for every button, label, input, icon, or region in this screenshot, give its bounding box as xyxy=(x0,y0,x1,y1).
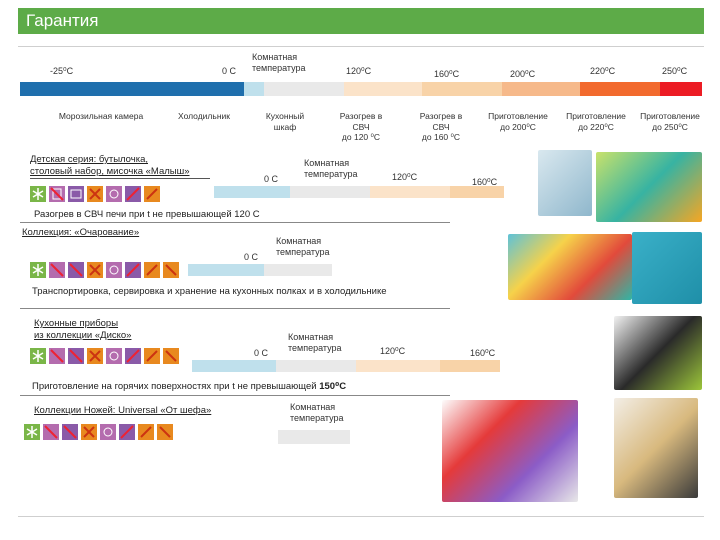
stove-icon xyxy=(119,424,135,440)
divider xyxy=(18,516,704,517)
scale-label-cook-220: Приготовление до 220⁰С xyxy=(566,111,626,132)
dishwasher-icon xyxy=(100,424,116,440)
scale-temp-room: Комнатная температура xyxy=(252,52,306,73)
stove-icon xyxy=(125,186,141,202)
section-charm-temp-0: 0 С xyxy=(244,252,259,262)
usage-icons-charm xyxy=(30,262,182,278)
freezer-icon xyxy=(24,424,40,440)
divider xyxy=(20,222,450,223)
usage-icons-disco xyxy=(30,348,182,364)
temperature-scale-bar xyxy=(20,82,702,96)
section-baby-temp-0: 0 С xyxy=(264,174,279,184)
product-photo-knife-block xyxy=(614,398,698,498)
grill-icon xyxy=(144,262,160,278)
oven-icon xyxy=(87,348,103,364)
dishwasher-icon xyxy=(106,348,122,364)
page-title: Гарантия xyxy=(26,11,99,30)
oven-icon xyxy=(87,262,103,278)
scale-segment-room xyxy=(264,82,344,96)
divider xyxy=(30,178,210,179)
dishwasher-icon xyxy=(106,186,122,202)
scale-label-microwave-160: Разогрев в СВЧ до 160 ⁰С xyxy=(419,111,463,142)
scale-label-microwave-120: Разогрев в СВЧ до 120 ⁰С xyxy=(339,111,383,142)
scale-label-freezer: Морозильная камера xyxy=(58,111,144,121)
divider xyxy=(20,308,450,309)
section-disco-temp-120: 120⁰С xyxy=(380,346,406,356)
grill-icon xyxy=(157,424,173,440)
usage-icons-knives xyxy=(24,424,176,440)
grill-icon xyxy=(163,348,179,364)
section-disco-note-bold: 150⁰С xyxy=(319,381,347,392)
stove-icon xyxy=(125,348,141,364)
scale-segment-freezer xyxy=(20,82,244,96)
microwave-icon xyxy=(68,186,84,202)
scale-label-cook-200: Приготовление до 200⁰С xyxy=(488,111,548,132)
scale-temp-250: 250⁰С xyxy=(662,66,688,76)
product-photo-disco xyxy=(614,316,702,390)
freezer-icon xyxy=(30,348,46,364)
product-photo-jug xyxy=(632,232,702,304)
freezer-icon xyxy=(30,262,46,278)
grill-icon xyxy=(163,262,179,278)
freezer-icon xyxy=(30,186,46,202)
scale-label-cabinet: Кухонный шкаф xyxy=(265,111,305,132)
product-photo-baby-set xyxy=(596,152,702,222)
scale-segment-160 xyxy=(422,82,502,96)
fridge-icon xyxy=(49,262,65,278)
section-title-charm: Коллекция: «Очарование» xyxy=(22,227,140,238)
product-photo-charm xyxy=(508,234,632,300)
product-photo-bottle xyxy=(538,150,592,216)
oven-icon xyxy=(81,424,97,440)
scale-segment-250 xyxy=(660,82,702,96)
section-charm-note: Транспортировка, сервировка и хранение н… xyxy=(32,286,387,297)
divider xyxy=(18,46,704,47)
section-charm-temp-room: Комнатная температура xyxy=(276,236,330,257)
scale-segment-200 xyxy=(502,82,580,96)
section-baby-temp-room: Комнатная температура xyxy=(304,158,358,179)
product-photo-knives xyxy=(442,400,578,502)
scale-segment-220 xyxy=(580,82,660,96)
fridge-icon xyxy=(49,186,65,202)
grill-icon xyxy=(144,186,160,202)
section-disco-note: Приготовление на горячих поверхностях пр… xyxy=(32,381,346,392)
scale-temp-200: 200⁰С xyxy=(510,69,536,79)
section-baby-temp-160: 160⁰С xyxy=(472,177,498,187)
scale-temp-220: 220⁰С xyxy=(590,66,616,76)
usage-icons-baby xyxy=(30,186,163,202)
scale-label-fridge: Холодильник xyxy=(178,111,230,121)
scale-label-cook-250: Приготовление до 250⁰С xyxy=(640,111,700,132)
section-title-baby: Детская серия: бутылочка, столовый набор… xyxy=(30,154,190,177)
header-bar: Гарантия xyxy=(18,8,704,34)
oven-icon xyxy=(87,186,103,202)
microwave-icon xyxy=(68,348,84,364)
dishwasher-icon xyxy=(106,262,122,278)
scale-segment-fridge xyxy=(244,82,264,96)
scale-temp-120: 120⁰С xyxy=(346,66,372,76)
section-title-disco: Кухонные приборы из коллекции «Диско» xyxy=(34,318,132,341)
microwave-icon xyxy=(62,424,78,440)
grill-icon xyxy=(144,348,160,364)
section-knives-scale xyxy=(278,430,350,444)
section-baby-temp-120: 120⁰С xyxy=(392,172,418,182)
fridge-icon xyxy=(43,424,59,440)
section-knives-temp-room: Комнатная температура xyxy=(290,402,344,423)
section-baby-note: Разогрев в СВЧ печи при t не превышающей… xyxy=(34,209,260,220)
section-title-knives: Коллекции Ножей: Universal «От шефа» xyxy=(34,405,212,416)
section-charm-scale xyxy=(188,264,332,276)
section-disco-scale xyxy=(192,360,500,372)
microwave-icon xyxy=(68,262,84,278)
section-disco-temp-160: 160⁰С xyxy=(470,348,496,358)
section-baby-scale xyxy=(214,186,504,198)
scale-temp-0: 0 С xyxy=(222,66,237,76)
scale-temp-minus25: -25⁰С xyxy=(50,66,74,76)
scale-segment-120 xyxy=(344,82,422,96)
fridge-icon xyxy=(49,348,65,364)
section-disco-note-text: Приготовление на горячих поверхностях пр… xyxy=(32,381,320,392)
section-disco-temp-0: 0 С xyxy=(254,348,269,358)
stove-icon xyxy=(125,262,141,278)
divider xyxy=(20,395,450,396)
scale-temp-160: 160⁰С xyxy=(434,69,460,79)
section-disco-temp-room: Комнатная температура xyxy=(288,332,342,353)
grill-icon xyxy=(138,424,154,440)
